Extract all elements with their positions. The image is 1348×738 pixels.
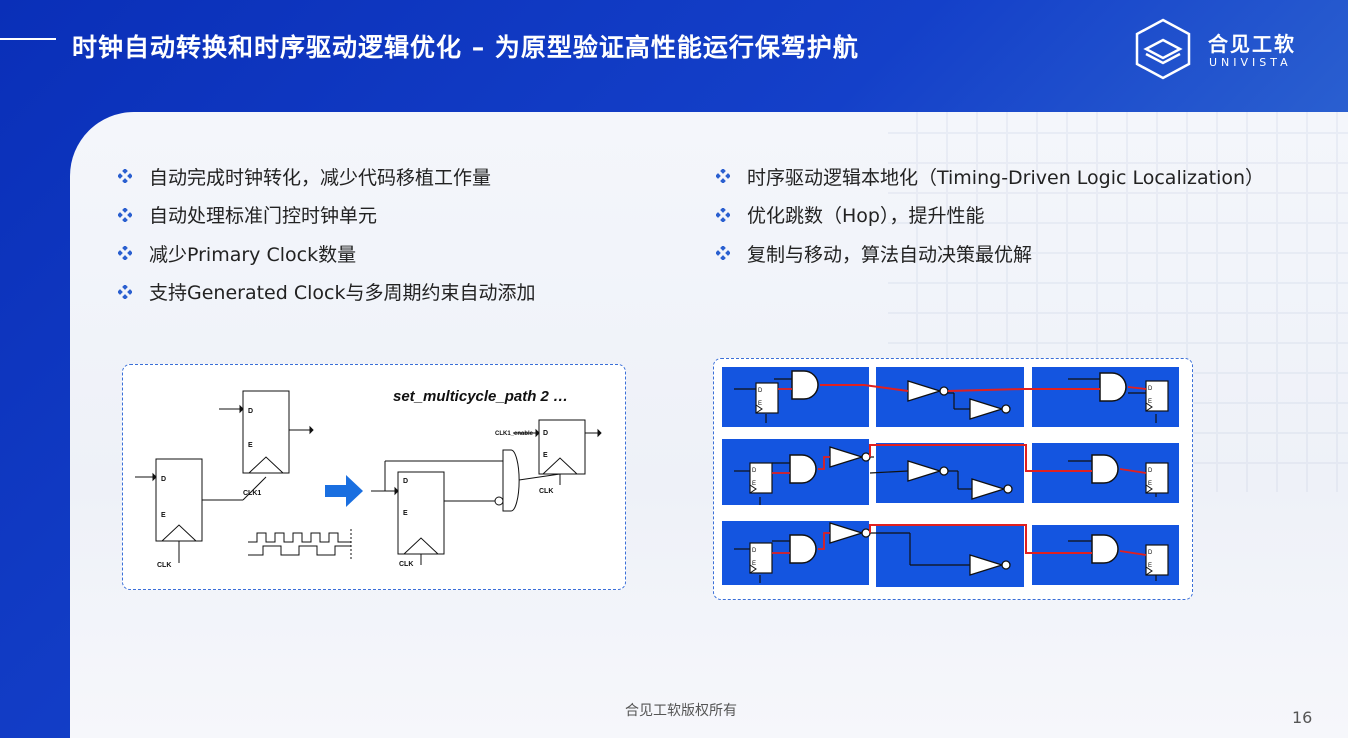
bullet-item: 时序驱动逻辑本地化（Timing-Driven Logic Localizati…: [716, 164, 1265, 189]
label-e: E: [758, 401, 762, 407]
label-e: E: [752, 481, 756, 487]
label-e: E: [403, 510, 408, 517]
fpga-block: [876, 443, 1024, 503]
diamond-bullet-icon: [716, 246, 730, 260]
logo-name-cn: 合见工软: [1208, 32, 1296, 56]
fpga-block: [876, 525, 1024, 587]
bullet-item: 支持Generated Clock与多周期约束自动添加: [118, 280, 535, 304]
diamond-bullet-icon: [118, 169, 132, 183]
label-e: E: [752, 561, 756, 567]
bullet-text: 时序驱动逻辑本地化（Timing-Driven Logic Localizati…: [747, 166, 1265, 189]
slide-title: 时钟自动转换和时序驱动逻辑优化 – 为原型验证高性能运行保驾护航: [72, 33, 859, 62]
bullet-item: 优化跳数（Hop），提升性能: [716, 203, 1264, 227]
label-d: D: [758, 388, 763, 394]
label-d: D: [1148, 386, 1153, 392]
label-d: D: [161, 476, 166, 483]
bullet-text: 复制与移动，算法自动决策最优解: [747, 243, 1033, 266]
label-clk: CLK: [157, 562, 171, 569]
label-d: D: [752, 468, 757, 474]
label-d: D: [1148, 468, 1153, 474]
bullet-text: 优化跳数（Hop），提升性能: [747, 205, 985, 227]
clock-conversion-diagram: D E D E D E D E CLK1 CLK CLK CLK CLK1_en…: [122, 364, 626, 590]
label-d: D: [1148, 550, 1153, 556]
label-e: E: [543, 452, 548, 459]
label-e: E: [1148, 481, 1152, 487]
diamond-bullet-icon: [716, 207, 730, 222]
page-number: 16: [1292, 708, 1313, 727]
fpga-block: [876, 367, 1024, 427]
label-d: D: [248, 408, 253, 415]
label-clk: CLK: [539, 488, 553, 495]
bullet-text: 减少Primary Clock数量: [149, 243, 357, 266]
label-clk: CLK: [399, 561, 413, 568]
diamond-bullet-icon: [118, 246, 132, 260]
company-logo: 合见工软 UNIVISTA: [1132, 18, 1322, 80]
label-e: E: [248, 442, 253, 449]
diamond-bullet-icon: [118, 207, 132, 222]
multicycle-command-text: set_multicycle_path 2 …: [393, 388, 568, 405]
content-panel: 自动完成时钟转化，减少代码移植工作量 自动处理标准门控时钟单元 减少Primar…: [70, 112, 1348, 738]
bullet-list-right: 时序驱动逻辑本地化（Timing-Driven Logic Localizati…: [716, 164, 1264, 280]
bullet-list-left: 自动完成时钟转化，减少代码移植工作量 自动处理标准门控时钟单元 减少Primar…: [118, 164, 535, 318]
diamond-bullet-icon: [716, 169, 730, 183]
label-e: E: [1148, 399, 1152, 405]
clock-conversion-schematic: D E D E D E D E CLK1 CLK CLK CLK CLK1_en…: [135, 388, 602, 569]
bullet-text: 自动完成时钟转化，减少代码移植工作量: [149, 166, 492, 189]
label-clk1-enable: CLK1_enable: [495, 431, 534, 437]
label-d: D: [403, 478, 408, 485]
header-accent-line: [0, 38, 56, 40]
bullet-text: 支持Generated Clock与多周期约束自动添加: [149, 282, 536, 304]
footer-copyright: 合见工软版权所有: [625, 703, 737, 719]
logo-name-en: UNIVISTA: [1209, 56, 1292, 69]
transform-arrow-icon: [325, 475, 363, 507]
label-d: D: [543, 430, 548, 437]
bullet-text: 自动处理标准门控时钟单元: [149, 205, 378, 227]
bullet-item: 复制与移动，算法自动决策最优解: [716, 241, 1264, 266]
univista-logo-icon: [1135, 18, 1191, 80]
logic-localization-schematic: D E D E D E D E D E D E: [722, 367, 1179, 587]
label-d: D: [752, 548, 757, 554]
diamond-bullet-icon: [118, 284, 132, 299]
label-e: E: [161, 512, 166, 519]
label-clk1: CLK1: [243, 490, 261, 497]
label-e: E: [1148, 563, 1152, 569]
bullet-item: 自动完成时钟转化，减少代码移植工作量: [118, 164, 535, 189]
bullet-item: 减少Primary Clock数量: [118, 241, 535, 266]
logic-localization-diagram: D E D E D E D E D E D E: [713, 358, 1193, 600]
bullet-item: 自动处理标准门控时钟单元: [118, 203, 535, 227]
